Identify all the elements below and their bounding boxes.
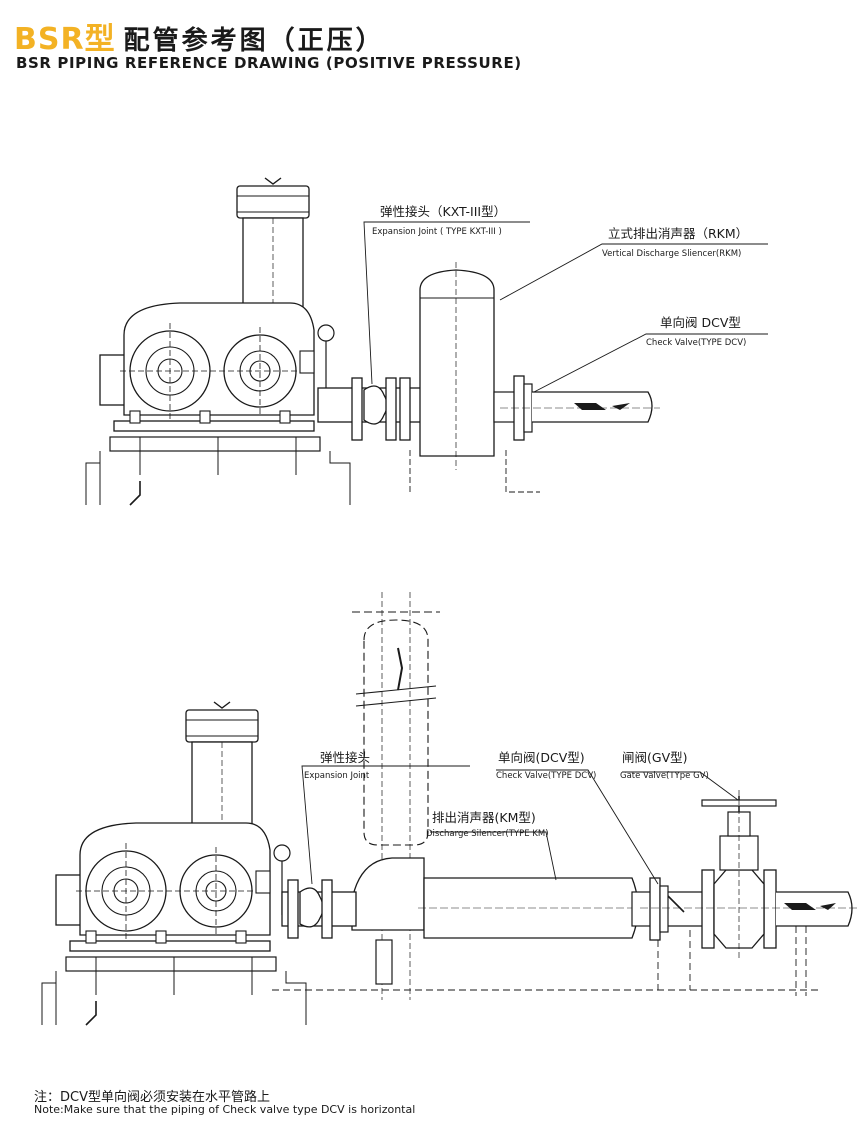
page-title: BSR型配管参考图（正压） — [14, 14, 385, 58]
top-expansion-joint — [351, 377, 411, 441]
top-leader-lines — [363, 221, 768, 393]
bottom-discharge-silencer-label: 排出消声器(KM型) — [432, 810, 536, 825]
bottom-gate-valve-label: 闸阀(GV型) — [622, 750, 688, 765]
bottom-check-valve-label: 单向阀(DCV型) — [498, 750, 585, 765]
bottom-expansion-joint-label: 弹性接头 — [320, 750, 370, 765]
bottom-check-valve — [631, 877, 685, 941]
bottom-discharge-silencer-label-en: Discharge Silencer(TYPE KM) — [426, 829, 549, 839]
top-vertical-silencer-label-en: Vertical Discharge Sliencer(RKM) — [602, 249, 741, 259]
bottom-discharge-silencer — [418, 877, 656, 939]
bottom-gate-valve-label-en: Gate Valve(TYpe GV) — [620, 771, 709, 781]
bottom-gate-valve — [701, 790, 777, 960]
bottom-outlet-pipe — [640, 891, 860, 927]
top-check-valve-label: 单向阀 DCV型 — [660, 315, 741, 330]
top-vertical-silencer — [409, 262, 540, 493]
top-expansion-joint-label-en: Expansion Joint ( TYPE KXT-III ) — [372, 227, 502, 237]
piping-drawing: 弹性接头（KXT-III型） Expansion Joint ( TYPE KX… — [41, 177, 860, 1026]
page-subtitle: BSR PIPING REFERENCE DRAWING (POSITIVE P… — [16, 54, 522, 72]
title-model: BSR型 — [14, 22, 116, 57]
bottom-expansion-joint — [287, 879, 333, 939]
bottom-blower — [41, 822, 307, 1026]
bottom-support — [375, 939, 393, 985]
top-expansion-joint-label: 弹性接头（KXT-III型） — [380, 204, 506, 219]
top-check-valve-label-en: Check Valve(TYPE DCV) — [646, 338, 746, 348]
top-vertical-silencer-label: 立式排出消声器（RKM） — [608, 226, 748, 241]
bottom-check-valve-label-en: Check Valve(TYPE DCV) — [496, 771, 596, 781]
bottom-expansion-joint-label-en: Expansion Joint — [304, 771, 370, 781]
title-chinese: 配管参考图（正压） — [123, 26, 385, 56]
bottom-elbow — [351, 857, 425, 931]
bottom-diagram: 弹性接头 Expansion Joint 单向阀(DCV型) Check Val… — [41, 592, 860, 1026]
top-blower — [85, 302, 351, 506]
bottom-ground-lines — [272, 926, 820, 996]
bottom-riser — [352, 592, 440, 1000]
note-chinese: 注：DCV型单向阀必须安装在水平管路上 — [34, 1090, 270, 1105]
note-english: Note:Make sure that the piping of Check … — [34, 1103, 416, 1116]
top-diagram: 弹性接头（KXT-III型） Expansion Joint ( TYPE KX… — [85, 177, 768, 506]
top-outlet-pipe — [500, 391, 660, 423]
bottom-leader-lines — [301, 765, 739, 885]
